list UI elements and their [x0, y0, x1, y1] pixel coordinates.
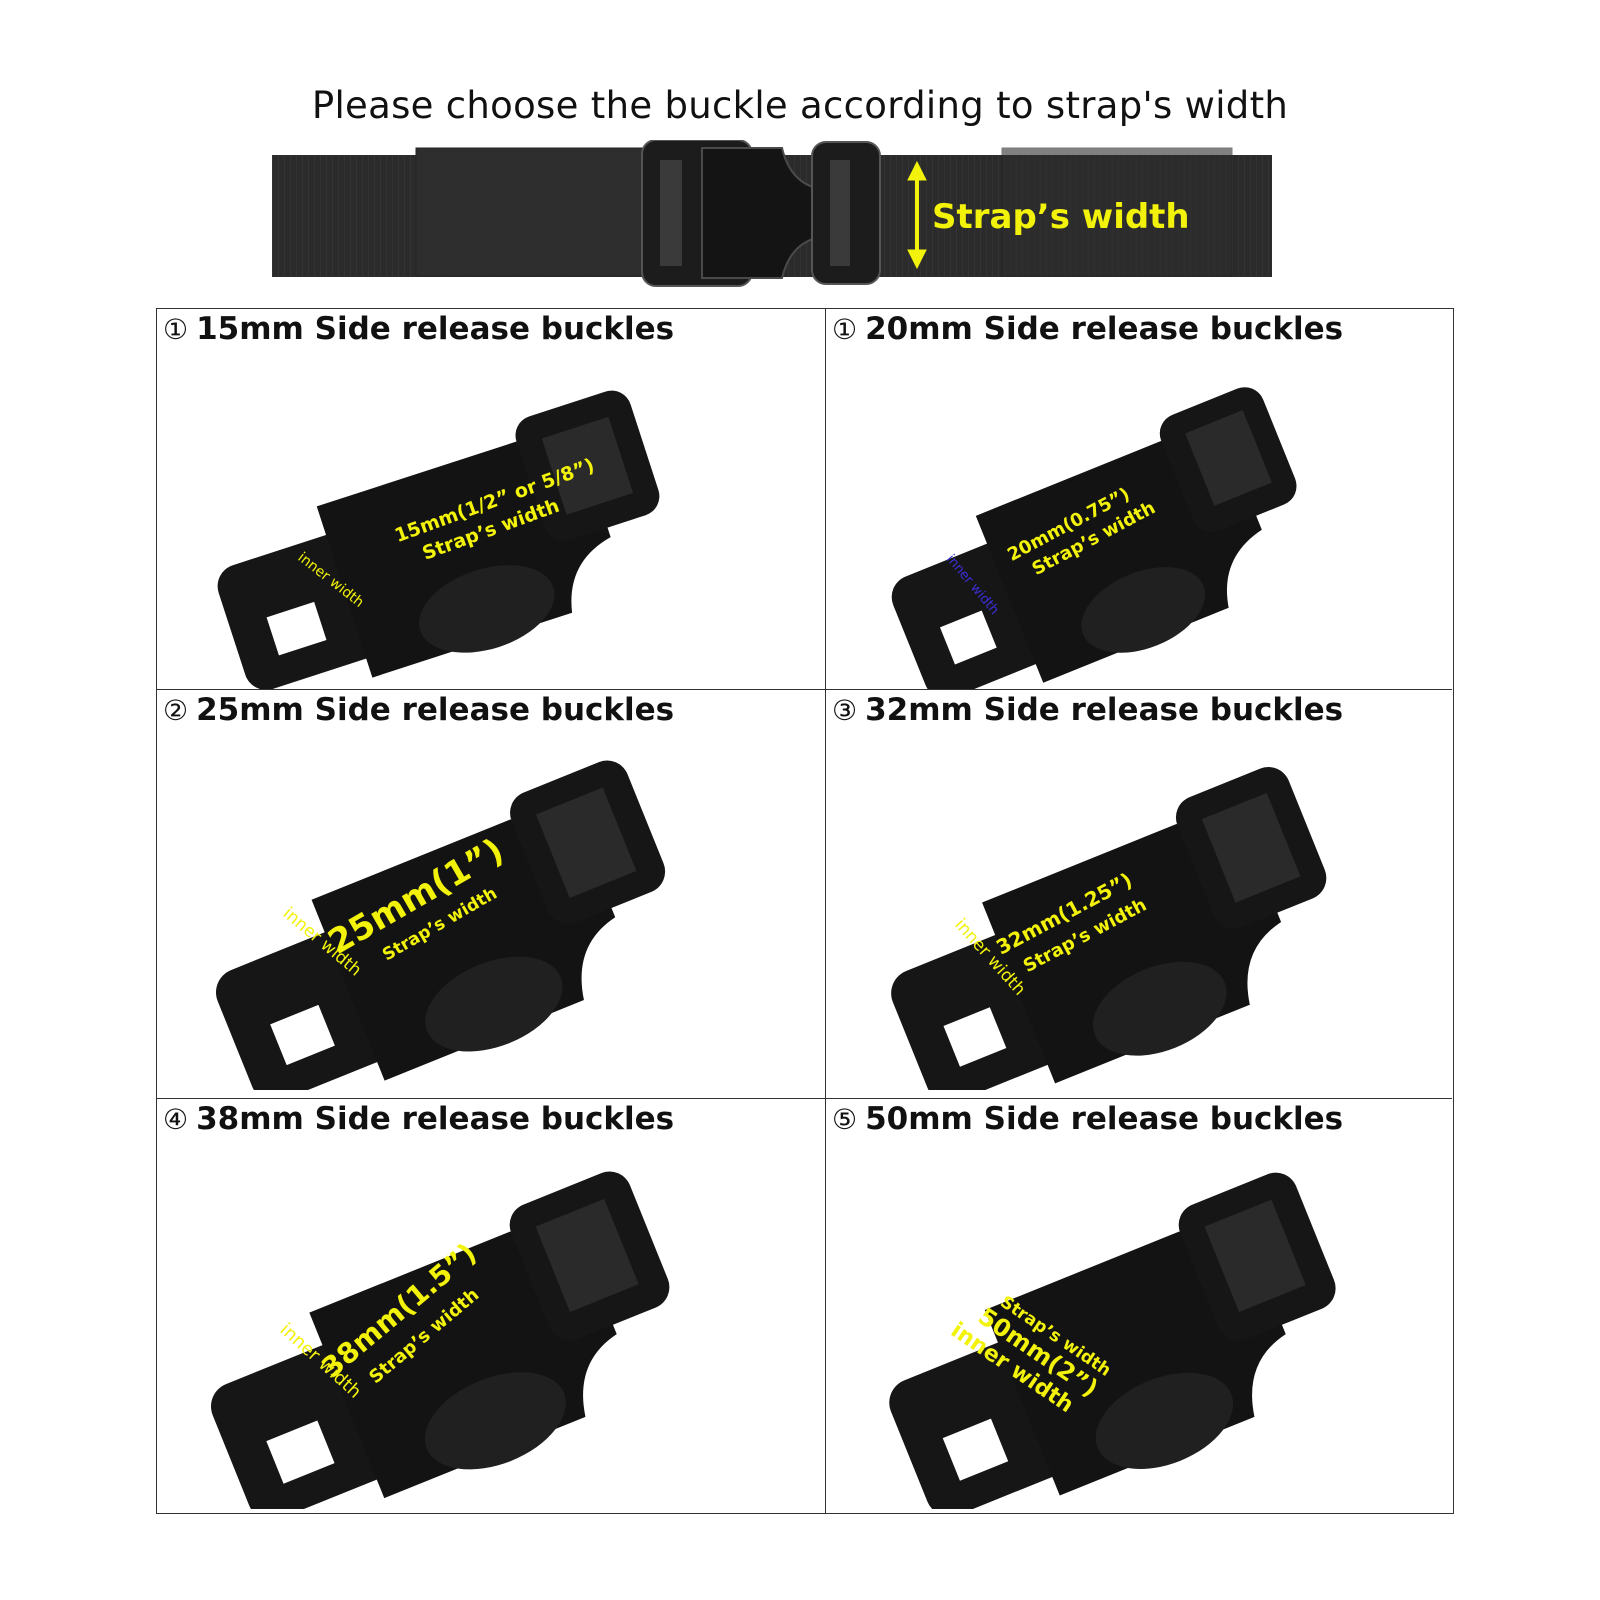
- buckle-25mm-icon: 25mm(1”) Strap’s width inner width: [216, 760, 666, 1090]
- buckle-20mm-icon: 20mm(0.75”) Strap’s width inner width: [891, 387, 1297, 689]
- buckle-50mm-icon: Strap’s width 50mm(2”) inner width: [889, 1172, 1336, 1509]
- buckle-38mm-icon: 38mm(1.5”) Strap’s width inner width: [211, 1171, 670, 1509]
- buckle-32mm-icon: 32mm(1.25”) Strap’s width inner width: [891, 767, 1327, 1090]
- strap-width-arrow-icon: [907, 160, 927, 270]
- strap-illustration: Strap’s width: [272, 140, 1272, 287]
- strap-width-label: Strap’s width: [932, 197, 1190, 237]
- buckle-15mm-icon: 15mm(1/2” or 5/8”) Strap’s width inner w…: [217, 390, 660, 689]
- page-title: Please choose the buckle according to st…: [311, 84, 1289, 127]
- strap-buckle-icon: [641, 140, 881, 287]
